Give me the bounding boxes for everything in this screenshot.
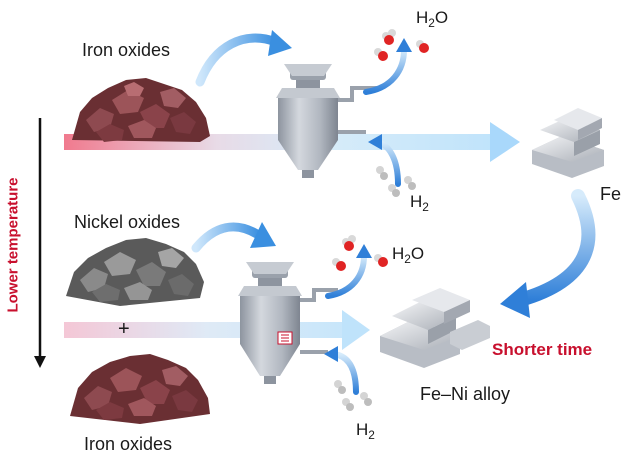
shorter-time-label: Shorter time — [492, 340, 593, 359]
h2o-bottom-label: H2O — [392, 244, 425, 267]
lower-temperature-label: Lower temperature — [4, 177, 22, 313]
iron-oxide-pile-top — [72, 78, 210, 142]
fe-to-alloy-arrow — [500, 189, 596, 318]
fe-ni-alloy-label: Fe–Ni alloy — [420, 384, 511, 404]
iron-oxides-bottom-label: Iron oxides — [84, 434, 173, 454]
top-feed-arrow — [195, 30, 292, 87]
iron-oxides-top-label: Iron oxides — [82, 40, 171, 60]
plus-sign: + — [118, 318, 130, 340]
h2-in-arrow-top — [368, 134, 401, 187]
nickel-oxide-pile — [66, 238, 204, 306]
lower-temperature-label-box: Lower temperature — [2, 120, 24, 370]
iron-oxide-pile-bottom — [70, 354, 210, 424]
fe-ingots — [532, 108, 604, 178]
reactor-bottom — [238, 262, 338, 384]
h2-top-label: H2 — [410, 192, 429, 215]
hydrogen-molecules-bottom — [334, 380, 372, 411]
fe-label: Fe — [600, 184, 622, 204]
bottom-flow-arrow — [64, 310, 370, 350]
h2-bottom-label: H2 — [356, 420, 375, 443]
h2o-top-label: H2O — [416, 8, 449, 31]
nickel-oxides-label: Nickel oxides — [74, 212, 181, 232]
water-molecules-top — [374, 29, 429, 61]
reactor-top — [276, 64, 378, 178]
h2-in-arrow-bottom — [324, 346, 359, 395]
bottom-feed-arrow — [191, 222, 276, 253]
fe-ni-ingots — [380, 288, 490, 368]
water-molecules-bottom — [332, 235, 388, 271]
lower-temperature-arrow — [34, 118, 46, 368]
h2o-out-arrow-bottom — [325, 244, 372, 299]
hydrogen-molecules-top — [376, 166, 416, 197]
h2o-out-arrow-top — [363, 38, 412, 95]
